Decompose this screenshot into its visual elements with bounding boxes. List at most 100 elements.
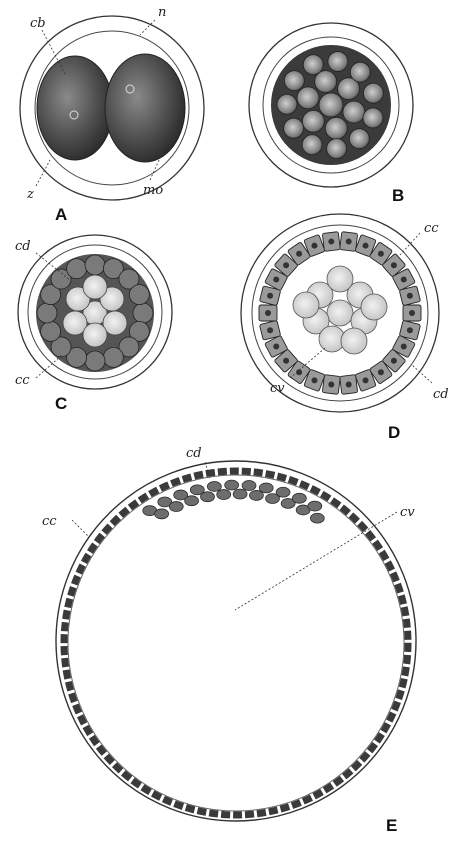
ring-cell-nucleus [409,310,415,316]
ring-cell-nucleus [273,277,279,283]
ring-cell-nucleus [267,293,273,299]
label-cv-d: cv [270,381,285,396]
panel-a-label: A [55,205,67,224]
panel-a-z-leader [36,160,50,186]
panel-a-n-leader [140,20,155,35]
peripheral-cell [41,321,61,341]
morula-cell [349,129,369,149]
morula-cell [302,110,324,132]
ring-cell-nucleus [283,358,289,364]
central-cell [83,275,107,299]
ring-cell-nucleus [363,243,369,249]
panel-e-late-blastula: cd cc cv E [42,446,416,835]
cap-cell [292,493,306,503]
label-cd-c: cd [15,239,31,254]
morula-cell [297,87,319,109]
inner-cell [327,300,353,326]
cap-cell [242,481,256,491]
ring-cell-nucleus [363,377,369,383]
panel-e-cell-layer [64,471,408,815]
cap-cell [308,501,322,511]
panel-c-label: C [55,394,67,413]
ring-cell-nucleus [378,251,384,257]
ring-cell-nucleus [311,377,317,383]
ring-cell-nucleus [401,343,407,349]
ring-cell-nucleus [346,239,352,245]
ring-cell-nucleus [283,262,289,268]
label-z: z [26,187,34,202]
morula-cell [284,118,304,138]
morula-cell [363,108,383,128]
panel-a-blastomere-right [105,54,185,162]
cap-cell [310,513,324,523]
label-cc-d: cc [424,221,439,236]
ring-cell-nucleus [296,251,302,257]
cap-cell [155,509,169,519]
morula-cell [343,101,365,123]
ring-cell-nucleus [391,262,397,268]
morula-cell [328,52,348,72]
central-cell [83,323,107,347]
morula-cell [363,83,383,103]
ring-cell-nucleus [346,381,352,387]
peripheral-cell [103,347,123,367]
peripheral-cell [37,303,57,323]
peripheral-cell [67,259,87,279]
ring-cell-nucleus [378,369,384,375]
panel-a-two-cell-stage: cb n z mo A [20,5,204,224]
label-cc-c: cc [15,373,30,388]
cap-cell [185,496,199,506]
morula-cell [303,55,323,75]
morula-cell [325,117,347,139]
panel-c-early-blastula: cd cc C [15,235,172,413]
label-cc-e: cc [42,514,57,529]
panel-b-morula-stage: B [249,23,413,205]
ring-cell-nucleus [407,293,413,299]
panel-c-cells [37,255,153,371]
ring-cell-nucleus [311,243,317,249]
panel-d-inner-cells [293,266,387,354]
ring-cell-nucleus [328,239,334,245]
panel-b-label: B [392,186,404,205]
panel-e-inner-edge [68,475,404,811]
cap-cell [207,481,221,491]
cap-cell [169,501,183,511]
morula-cell [284,71,304,91]
inner-cell [361,294,387,320]
label-mo: mo [143,183,163,198]
panel-e-outer-membrane [56,461,416,821]
label-cd-d: cd [433,387,449,402]
ring-cell-nucleus [401,277,407,283]
panel-e-cc-leader [72,520,88,536]
ring-cell-nucleus [273,343,279,349]
cap-cell [217,490,231,500]
panel-e-label: E [386,816,397,835]
ring-cell-nucleus [265,310,271,316]
cap-cell [233,489,247,499]
cap-cell [276,487,290,497]
morula-cell [302,135,322,155]
panel-d-blastula: cc cv cd D [241,214,449,442]
label-cb: cb [30,16,46,31]
morula-cell [327,139,347,159]
panel-a-blastomere-left [37,56,113,160]
ring-cell-nucleus [391,358,397,364]
morula-cell [319,93,343,117]
cap-cell [200,492,214,502]
peripheral-cell [133,303,153,323]
ring-cell-nucleus [328,381,334,387]
label-cv-e: cv [400,505,415,520]
peripheral-cell [85,351,105,371]
morula-cell [350,62,370,82]
panel-e-cv-leader [235,512,397,610]
cap-cell [225,480,239,490]
panel-d-label: D [388,423,400,442]
cap-cell [259,483,273,493]
inner-cell [293,292,319,318]
peripheral-cell [129,285,149,305]
label-cd-e: cd [186,446,202,461]
ring-cell-nucleus [407,327,413,333]
peripheral-cell [85,255,105,275]
inner-cell [341,328,367,354]
